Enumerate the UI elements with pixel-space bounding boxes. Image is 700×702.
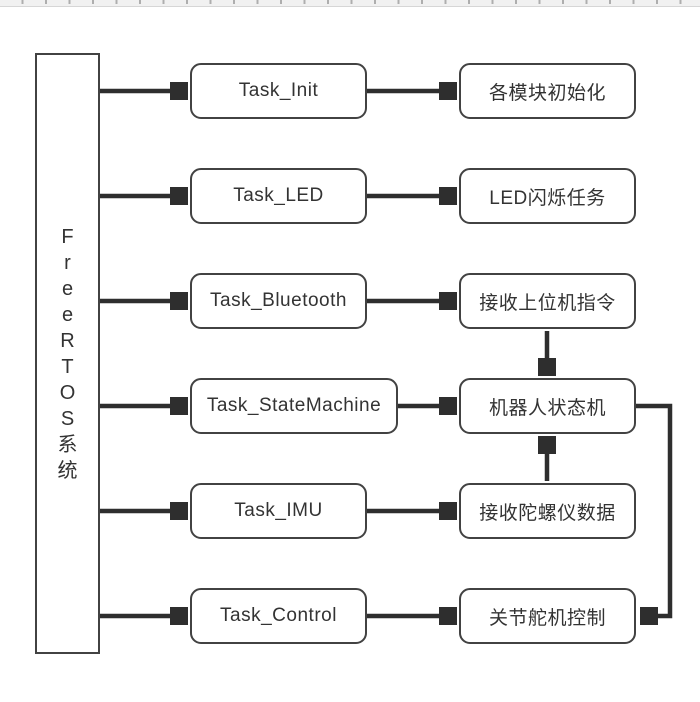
desc-gyro-data-label: 接收陀螺仪数据 bbox=[479, 502, 616, 524]
node-desc-led-blink: LED闪烁任务 bbox=[459, 168, 636, 224]
top-ruler bbox=[0, 0, 700, 7]
task-led-label: Task_LED bbox=[233, 185, 324, 206]
freertos-system-label: F r e e R T O S 系 统 bbox=[57, 225, 78, 482]
node-task-bluetooth: Task_Bluetooth bbox=[190, 273, 367, 329]
desc-module-init-label: 各模块初始化 bbox=[488, 82, 606, 104]
desc-robot-statemachine-label: 机器人状态机 bbox=[488, 397, 606, 419]
task-init-label: Task_Init bbox=[238, 80, 319, 101]
node-task-control: Task_Control bbox=[190, 588, 367, 644]
node-desc-robot-statemachine: 机器人状态机 bbox=[459, 378, 636, 434]
connector-statemachine-to-servo bbox=[635, 403, 673, 616]
task-statemachine-label: Task_StateMachine bbox=[206, 395, 382, 416]
task-control-label: Task_Control bbox=[220, 605, 337, 626]
node-task-init: Task_Init bbox=[190, 63, 367, 119]
desc-servo-control-label: 关节舵机控制 bbox=[488, 607, 606, 629]
desc-led-blink-label: LED闪烁任务 bbox=[489, 187, 606, 209]
node-desc-host-command: 接收上位机指令 bbox=[459, 273, 636, 329]
task-bluetooth-label: Task_Bluetooth bbox=[210, 290, 347, 311]
task-imu-label: Task_IMU bbox=[234, 500, 323, 521]
node-task-led: Task_LED bbox=[190, 168, 367, 224]
node-desc-gyro-data: 接收陀螺仪数据 bbox=[459, 483, 636, 539]
desc-host-command-label: 接收上位机指令 bbox=[479, 292, 616, 314]
node-desc-servo-control: 关节舵机控制 bbox=[459, 588, 636, 644]
node-task-statemachine: Task_StateMachine bbox=[190, 378, 398, 434]
node-freertos-system: F r e e R T O S 系 统 bbox=[35, 53, 100, 654]
node-desc-module-init: 各模块初始化 bbox=[459, 63, 636, 119]
node-task-imu: Task_IMU bbox=[190, 483, 367, 539]
